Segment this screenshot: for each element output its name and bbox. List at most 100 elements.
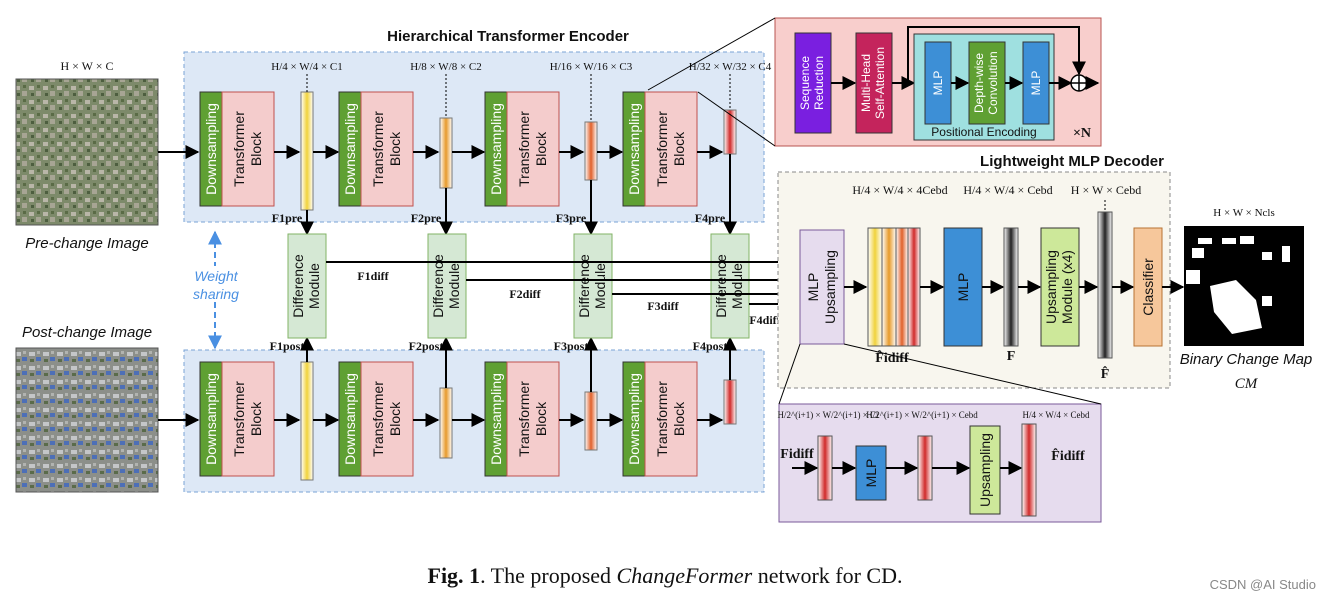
difference-label1-3: Difference	[576, 254, 592, 318]
concat-feature-4	[907, 227, 921, 347]
updetail-upsampling-label: Upsampling	[977, 433, 993, 507]
weight-sharing-line2: sharing	[193, 286, 239, 302]
positional-encoding-label: Positional Encoding	[931, 125, 1036, 139]
updetail-out-feature	[1021, 423, 1037, 517]
post-transformer-label1-2: Transformer	[370, 381, 386, 457]
sequence-reduction-line1: Sequence	[798, 56, 812, 110]
pre-feature-label-3: F3pre	[556, 211, 587, 225]
output-symbol: CM	[1235, 376, 1259, 392]
concat-feature-1	[867, 227, 883, 347]
pre-transformer-label1-1: Transformer	[231, 111, 247, 187]
upsampling-module-line1: Upsampling	[1043, 250, 1059, 324]
decoder-dim-fused: H/4 × W/4 × Cebd	[963, 183, 1052, 197]
detail-mlp1-block	[924, 41, 952, 125]
decoder-mlp-label: MLP	[955, 273, 971, 302]
f-hat-i-label: F̂idiff	[875, 349, 909, 366]
concat-feature-2	[881, 227, 897, 347]
pre-transformer-block-1	[221, 91, 275, 207]
output-dim-label: H × W × Ncls	[1213, 207, 1275, 219]
feature-dim-2: H/8 × W/8 × C2	[410, 61, 481, 73]
mlp-upsampling-line2: Upsampling	[822, 250, 838, 324]
pre-feature-label-2: F2pre	[411, 211, 442, 225]
post-transformer-label2-4: Block	[671, 401, 687, 436]
watermark: CSDN @AI Studio	[1210, 577, 1316, 592]
repeat-n-label: ×N	[1073, 126, 1091, 141]
updetail-in-dim: H/2^(i+1) × W/2^(i+1) × Ci	[777, 410, 879, 420]
difference-label1-2: Difference	[430, 254, 446, 318]
post-downsampling-label-4: Downsampling	[626, 373, 642, 465]
pre-transformer-block-4	[644, 91, 698, 207]
change-map-blobs	[1186, 236, 1290, 334]
pre-feature-map-4	[723, 109, 737, 155]
difference-label1-4: Difference	[713, 254, 729, 318]
figure-caption: Fig. 1. The proposed ChangeFormer networ…	[428, 563, 903, 588]
pre-transformer-label2-3: Block	[533, 131, 549, 166]
post-transformer-label2-1: Block	[248, 401, 264, 436]
upsampling-module-block	[1040, 227, 1080, 347]
zoom-line-bottom	[697, 91, 776, 147]
concat-feature-3	[895, 227, 909, 347]
updetail-mlp-block	[855, 445, 887, 501]
post-feature-label-4: F4post	[693, 339, 728, 353]
pre-feature-label-4: F4pre	[695, 211, 726, 225]
pre-downsampling-label-1: Downsampling	[203, 103, 219, 195]
upsampling-detail-panel	[778, 403, 1102, 523]
post-feature-label-3: F3post	[554, 339, 589, 353]
caption-model: ChangeFormer	[617, 563, 753, 588]
dwconv-block	[968, 41, 1006, 125]
difference-label2-3: Module	[592, 263, 608, 309]
pre-feature-map-2	[439, 117, 453, 189]
post-feature-map-4	[723, 379, 737, 425]
pre-feature-map-3	[584, 121, 598, 181]
pre-transformer-label1-2: Transformer	[370, 111, 386, 187]
post-downsampling-label-1: Downsampling	[203, 373, 219, 465]
difference-module-1	[287, 233, 327, 339]
diff-feature-label-2: F2diff	[509, 287, 541, 301]
updetail-mlp-label: MLP	[863, 459, 879, 488]
post-feature-label-1: F1post	[270, 339, 305, 353]
caption-label: Fig. 1	[428, 563, 481, 588]
post-transformer-label2-2: Block	[387, 401, 403, 436]
pre-feature-label-1: F1pre	[272, 211, 303, 225]
upsampled-feature-fhat	[1097, 211, 1113, 359]
zoom-line-right	[843, 343, 1102, 405]
caption-text-before: . The proposed	[480, 563, 616, 588]
updetail-mid-feature	[917, 435, 933, 501]
difference-module-4	[710, 233, 750, 339]
updetail-in-feature	[817, 435, 833, 501]
detail-mlp2-block	[1022, 41, 1050, 125]
pre-downsampling-label-2: Downsampling	[342, 103, 358, 195]
pre-downsampling-label-3: Downsampling	[488, 103, 504, 195]
post-change-label: Post-change Image	[22, 324, 152, 341]
mlp-upsampling-line1: MLP	[805, 273, 821, 302]
post-feature-map-2	[439, 387, 453, 459]
input-dim-label: H × W × C	[60, 59, 113, 73]
mhsa-block	[855, 32, 893, 134]
fused-feature-f	[1003, 227, 1019, 347]
dwconv-line1: Depth-wise	[972, 53, 986, 113]
post-transformer-block-3	[506, 361, 560, 477]
pre-transformer-block-3	[506, 91, 560, 207]
updetail-upsampling-block	[969, 425, 1001, 515]
pre-transformer-label1-4: Transformer	[654, 111, 670, 187]
updetail-out-dim: H/4 × W/4 × Cebd	[1023, 410, 1090, 420]
pre-change-image	[15, 78, 159, 226]
upsampling-module-line2: Module (x4)	[1059, 250, 1075, 324]
difference-label2-4: Module	[729, 263, 745, 309]
post-downsampling-label-3: Downsampling	[488, 373, 504, 465]
updetail-f-in-label: Fidiff	[780, 447, 814, 462]
detail-mlp2-label: MLP	[1029, 71, 1043, 96]
classifier-label: Classifier	[1140, 258, 1156, 316]
weight-sharing-line1: Weight	[194, 268, 238, 284]
sequence-reduction-line2: Reduction	[812, 56, 826, 110]
updetail-f-out-label: F̂idiff	[1051, 447, 1085, 464]
output-label: Binary Change Map	[1180, 351, 1313, 368]
difference-label2-2: Module	[446, 263, 462, 309]
pre-downsampling-label-4: Downsampling	[626, 103, 642, 195]
post-transformer-label1-4: Transformer	[654, 381, 670, 457]
post-feature-label-2: F2post	[409, 339, 444, 353]
pre-transformer-label2-4: Block	[671, 131, 687, 166]
decoder-dim-concat: H/4 × W/4 × 4Cebd	[852, 183, 947, 197]
